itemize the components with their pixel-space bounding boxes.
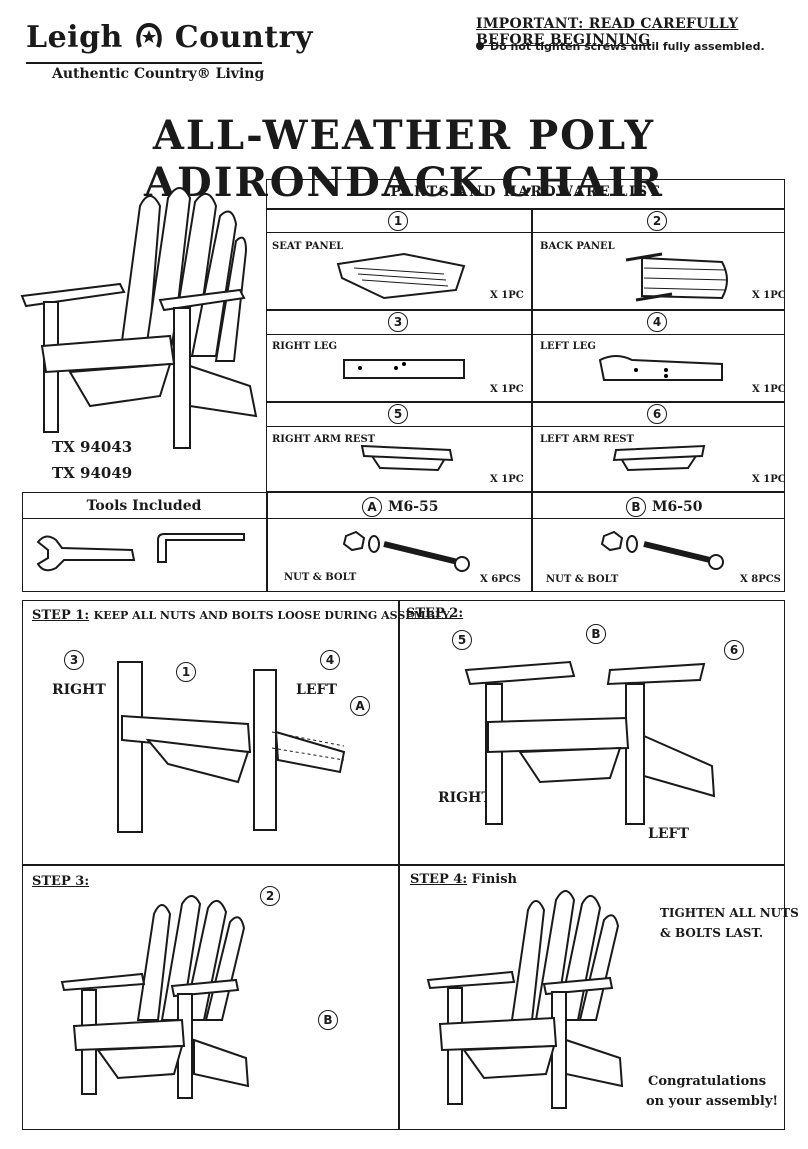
part-name: BACK PANEL: [540, 241, 615, 252]
tighten-note: & BOLTS LAST.: [660, 926, 764, 940]
right-leg-illustration: [343, 359, 465, 379]
part-qty: X 1PC: [490, 290, 524, 301]
parts-heading: PARTS AND HARDWARE LIST: [390, 184, 661, 200]
right-arm-rest-illustration: [360, 444, 454, 472]
bolt-a-illustration: [342, 530, 470, 572]
callout-letter: B: [586, 624, 606, 644]
hardware-a-header: A M6-55: [362, 497, 439, 517]
assembly-note: Do not tighten screws until fully assemb…: [476, 40, 765, 53]
callout-letter: A: [350, 696, 370, 716]
part-qty: X 1PC: [490, 474, 524, 485]
part-qty: X 1PC: [752, 384, 786, 395]
part-number: 1: [388, 211, 408, 231]
congrats-text: Congratulations: [648, 1074, 767, 1089]
seat-panel-illustration: [336, 252, 466, 300]
hardware-qty: X 8PCS: [740, 574, 781, 585]
hardware-label: NUT & BOLT: [546, 574, 619, 585]
callout-letter: B: [318, 1010, 338, 1030]
step-3-heading: STEP 3:: [32, 874, 90, 889]
callout-number: 3: [64, 650, 84, 670]
step-1-heading: STEP 1: KEEP ALL NUTS AND BOLTS LOOSE DU…: [32, 608, 453, 623]
step-1-illustration: [117, 661, 346, 833]
hardware-letter: A: [362, 497, 382, 517]
left-label: LEFT: [296, 682, 337, 698]
right-label: RIGHT: [438, 790, 492, 806]
tighten-note: TIGHTEN ALL NUTS: [660, 906, 799, 920]
important-heading: IMPORTANT: READ CAREFULLY BEFORE BEGINNI…: [476, 16, 739, 48]
model-number: TX 94043: [52, 438, 133, 456]
part-name: RIGHT LEG: [272, 341, 338, 352]
brand-tagline: Authentic Country® Living: [52, 66, 265, 82]
part-number: 3: [388, 312, 408, 332]
page-title: ALL-WEATHER POLY ADIRONDACK CHAIR: [144, 112, 664, 206]
bullet-icon: [476, 42, 484, 50]
part-qty: X 1PC: [752, 290, 786, 301]
model-number: TX 94049: [52, 464, 133, 482]
part-number: 4: [647, 312, 667, 332]
hex-key-icon: [157, 533, 245, 563]
left-leg-illustration: [598, 355, 723, 381]
brand-logo: Leigh Country: [26, 20, 313, 55]
callout-number: 5: [452, 630, 472, 650]
part-qty: X 1PC: [490, 384, 524, 395]
hardware-letter: B: [626, 497, 646, 517]
hardware-qty: X 6PCS: [480, 574, 521, 585]
left-label: LEFT: [648, 826, 689, 842]
back-panel-illustration: [625, 252, 729, 302]
callout-number: 2: [260, 886, 280, 906]
part-name: SEAT PANEL: [272, 241, 344, 252]
part-name: RIGHT ARM REST: [272, 434, 376, 445]
congrats-text: on your assembly!: [646, 1094, 779, 1109]
hardware-b-header: B M6-50: [626, 497, 703, 517]
hardware-label: NUT & BOLT: [284, 572, 357, 583]
horseshoe-star-icon: [136, 22, 162, 48]
parts-table: [266, 179, 785, 492]
part-qty: X 1PC: [752, 474, 786, 485]
tools-heading: Tools Included: [86, 498, 202, 514]
part-name: LEFT ARM REST: [540, 434, 634, 445]
callout-number: 1: [176, 662, 196, 682]
chair-illustration: [20, 187, 258, 449]
step-2-illustration: [464, 660, 716, 825]
right-label: RIGHT: [52, 682, 106, 698]
logo-rule: [26, 62, 262, 64]
part-name: LEFT LEG: [540, 341, 596, 352]
bolt-b-illustration: [600, 530, 724, 570]
part-number: 2: [647, 211, 667, 231]
step-3-illustration: [60, 895, 250, 1099]
callout-number: 6: [724, 640, 744, 660]
part-number: 5: [388, 404, 408, 424]
step-2-heading: STEP 2:: [406, 606, 464, 621]
part-number: 6: [647, 404, 667, 424]
tools-hardware-table: [22, 492, 785, 592]
callout-number: 4: [320, 650, 340, 670]
step-4-illustration: [426, 890, 624, 1109]
step-4-heading: STEP 4: Finish: [410, 872, 517, 887]
left-arm-rest-illustration: [612, 444, 706, 472]
wrench-icon: [36, 535, 136, 572]
